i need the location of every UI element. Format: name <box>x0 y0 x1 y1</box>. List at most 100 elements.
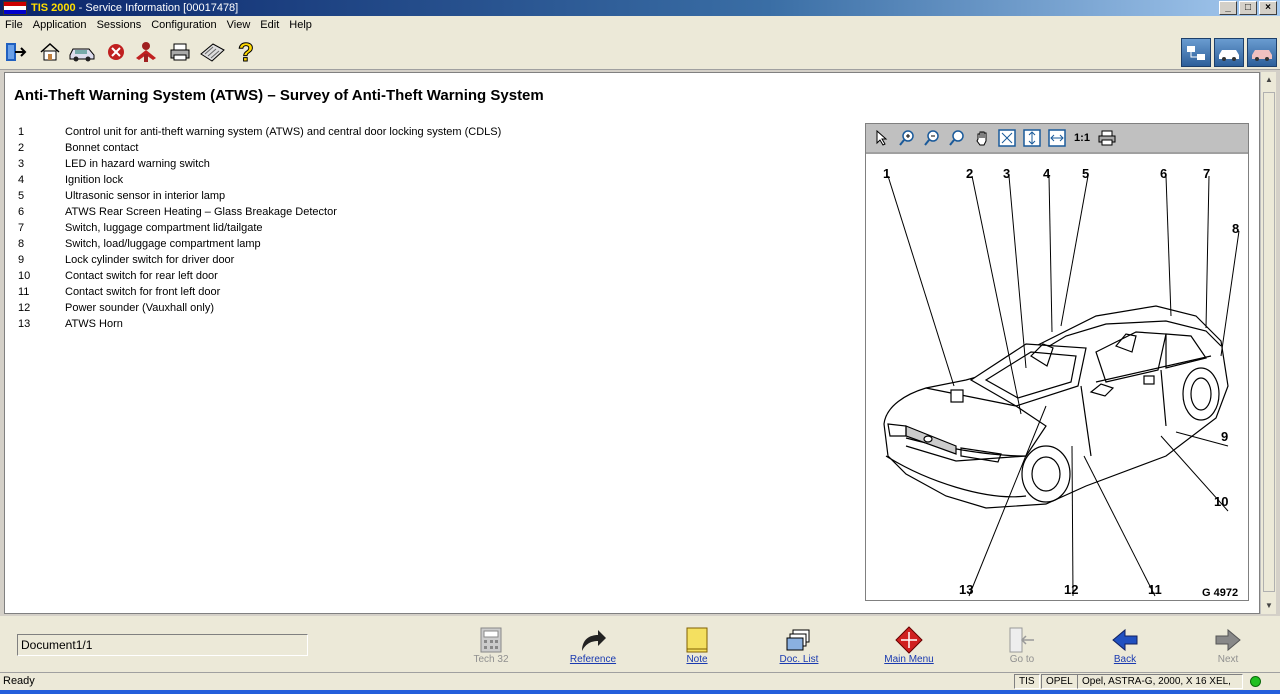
print-icon[interactable] <box>1096 127 1118 149</box>
car-diagram: 1 2 3 4 5 6 7 8 9 10 11 12 13 G 4972 <box>883 166 1240 599</box>
legend-number: 11 <box>18 286 30 298</box>
legend-text: Ultrasonic sensor in interior lamp <box>65 190 226 202</box>
zoom-in-icon[interactable] <box>896 127 918 149</box>
stop-icon[interactable] <box>102 38 130 66</box>
document-list-icon <box>764 626 834 654</box>
status-bar: Ready TIS OPEL Opel, ASTRA-G, 2000, X 16… <box>0 672 1280 694</box>
next-button[interactable]: Next <box>1193 626 1263 666</box>
document-field: Document1/1 <box>17 634 308 656</box>
legend-text: Power sounder (Vauxhall only) <box>65 302 214 314</box>
zoom-icon[interactable] <box>946 127 968 149</box>
tech32-button[interactable]: Tech 32 <box>456 626 526 666</box>
callout-2: 2 <box>966 166 973 181</box>
close-button[interactable]: × <box>1259 1 1277 15</box>
status-text: Ready <box>3 675 35 687</box>
legend-text: Bonnet contact <box>65 142 139 154</box>
legend-text: Control unit for anti-theft warning syst… <box>65 126 502 138</box>
legend-number: 12 <box>18 302 31 314</box>
figure-toolbar: 1:1 <box>866 124 1248 154</box>
legend-text: Contact switch for rear left door <box>65 270 218 282</box>
legend-text: Switch, load/luggage compartment lamp <box>65 238 261 250</box>
callout-9: 9 <box>1221 429 1228 444</box>
next-arrow-icon <box>1193 626 1263 654</box>
vehicle-icon[interactable] <box>68 38 96 66</box>
app-name: TIS 2000 <box>31 2 76 14</box>
main-toolbar: ? <box>0 34 1280 70</box>
reference-arrow-icon <box>558 626 628 654</box>
menu-view[interactable]: View <box>226 19 251 31</box>
page-title: Anti-Theft Warning System (ATWS) – Surve… <box>14 87 544 104</box>
legend-list: 1 Control unit for anti-theft warning sys… <box>18 124 501 332</box>
goto-button[interactable]: Go to <box>987 626 1057 666</box>
menu-edit[interactable]: Edit <box>260 19 280 31</box>
fit-page-icon[interactable] <box>996 127 1018 149</box>
status-make: OPEL <box>1041 674 1078 689</box>
maximize-button[interactable]: □ <box>1239 1 1257 15</box>
reference-label: Reference <box>569 654 617 665</box>
legend-text: Contact switch for front left door <box>65 286 221 298</box>
figure-viewer: 1:1 <box>865 123 1249 601</box>
menu-application[interactable]: Application <box>32 19 87 31</box>
callout-13: 13 <box>959 582 973 597</box>
pan-icon[interactable] <box>971 127 993 149</box>
menu-file[interactable]: File <box>5 19 23 31</box>
zoom-out-icon[interactable] <box>921 127 943 149</box>
list-item: 11 Contact switch for front left door <box>18 284 501 300</box>
list-item: 12 Power sounder (Vauxhall only) <box>18 300 501 316</box>
pointer-icon[interactable] <box>871 127 893 149</box>
callout-8: 8 <box>1232 221 1239 236</box>
exit-icon[interactable] <box>2 38 30 66</box>
home-icon[interactable] <box>36 38 64 66</box>
callout-12: 12 <box>1064 582 1078 597</box>
goto-label: Go to <box>1009 654 1035 665</box>
notebook-icon[interactable] <box>198 38 226 66</box>
callout-1: 1 <box>883 166 890 181</box>
scroll-thumb[interactable] <box>1263 92 1275 592</box>
doc-list-button[interactable]: Doc. List <box>764 626 834 666</box>
vertical-scrollbar[interactable]: ▲ ▼ <box>1260 72 1276 614</box>
legend-text: Lock cylinder switch for driver door <box>65 254 235 266</box>
callout-7: 7 <box>1203 166 1210 181</box>
menu-help[interactable]: Help <box>289 19 312 31</box>
list-item: 2 Bonnet contact <box>18 140 501 156</box>
print-icon[interactable] <box>166 38 194 66</box>
next-label: Next <box>1217 654 1239 665</box>
document-pane: Anti-Theft Warning System (ATWS) – Surve… <box>4 72 1260 614</box>
legend-number: 13 <box>18 318 31 330</box>
legend-number: 1 <box>18 126 25 138</box>
minimize-button[interactable]: _ <box>1219 1 1237 15</box>
fit-width-icon[interactable] <box>1046 127 1068 149</box>
reference-button[interactable]: Reference <box>558 626 628 666</box>
menu-sessions[interactable]: Sessions <box>96 19 142 31</box>
callout-4: 4 <box>1043 166 1051 181</box>
callout-5: 5 <box>1082 166 1089 181</box>
car-service-icon[interactable] <box>1247 38 1277 67</box>
scroll-down-icon[interactable]: ▼ <box>1265 601 1273 610</box>
scroll-up-icon[interactable]: ▲ <box>1265 75 1273 84</box>
person-icon[interactable] <box>132 38 160 66</box>
note-button[interactable]: Note <box>662 626 732 666</box>
network-icon[interactable] <box>1181 38 1211 67</box>
legend-text: ATWS Horn <box>65 318 123 330</box>
fit-height-icon[interactable] <box>1021 127 1043 149</box>
goto-icon <box>987 626 1057 654</box>
window-title: - Service Information [00017478] <box>78 2 239 14</box>
back-button[interactable]: Back <box>1090 626 1160 666</box>
callout-3: 3 <box>1003 166 1010 181</box>
menu-configuration[interactable]: Configuration <box>151 19 217 31</box>
actual-size-icon[interactable]: 1:1 <box>1074 132 1090 144</box>
help-icon[interactable]: ? <box>232 38 260 66</box>
legend-number: 3 <box>18 158 25 170</box>
main-menu-button[interactable]: Main Menu <box>874 626 944 666</box>
back-label: Back <box>1113 654 1137 665</box>
car-diagnostic-icon[interactable] <box>1214 38 1244 67</box>
note-label: Note <box>686 654 708 665</box>
legend-number: 2 <box>18 142 25 154</box>
legend-number: 4 <box>18 174 25 186</box>
menu-bar: File Application Sessions Configuration … <box>0 16 1280 34</box>
legend-number: 5 <box>18 190 25 202</box>
